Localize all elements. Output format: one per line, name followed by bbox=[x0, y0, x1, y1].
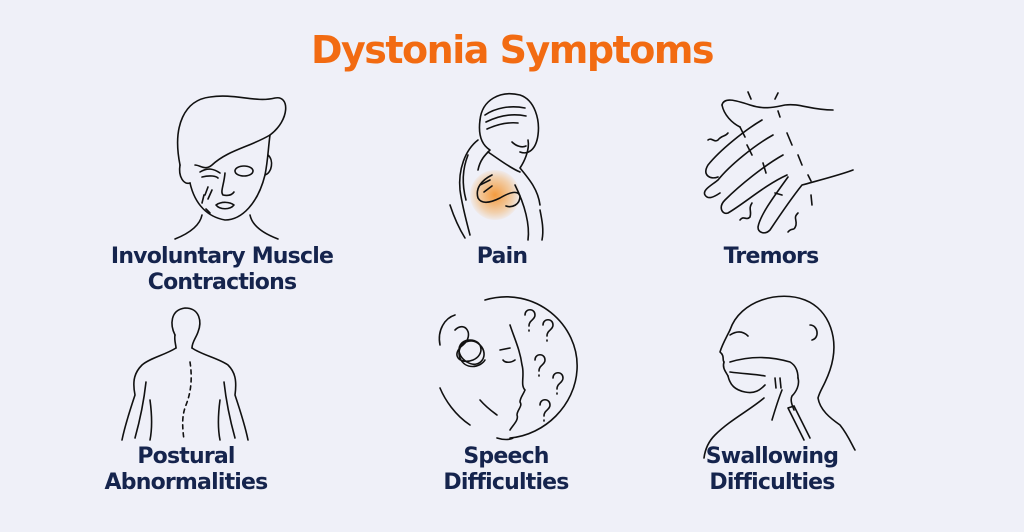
curved-spine-icon bbox=[121, 307, 249, 441]
symptom-label-pain: Pain bbox=[476, 244, 528, 269]
face-contraction-icon bbox=[174, 95, 287, 240]
shaking-hand-icon bbox=[703, 91, 854, 234]
throat-swallow-icon bbox=[703, 295, 856, 459]
symptom-label-tremors: Tremors bbox=[723, 244, 820, 269]
confused-head-icon bbox=[438, 296, 578, 441]
page-title: Dystonia Symptoms bbox=[310, 28, 715, 72]
pain-glow bbox=[470, 170, 520, 220]
shoulder-pain-icon bbox=[449, 93, 544, 241]
